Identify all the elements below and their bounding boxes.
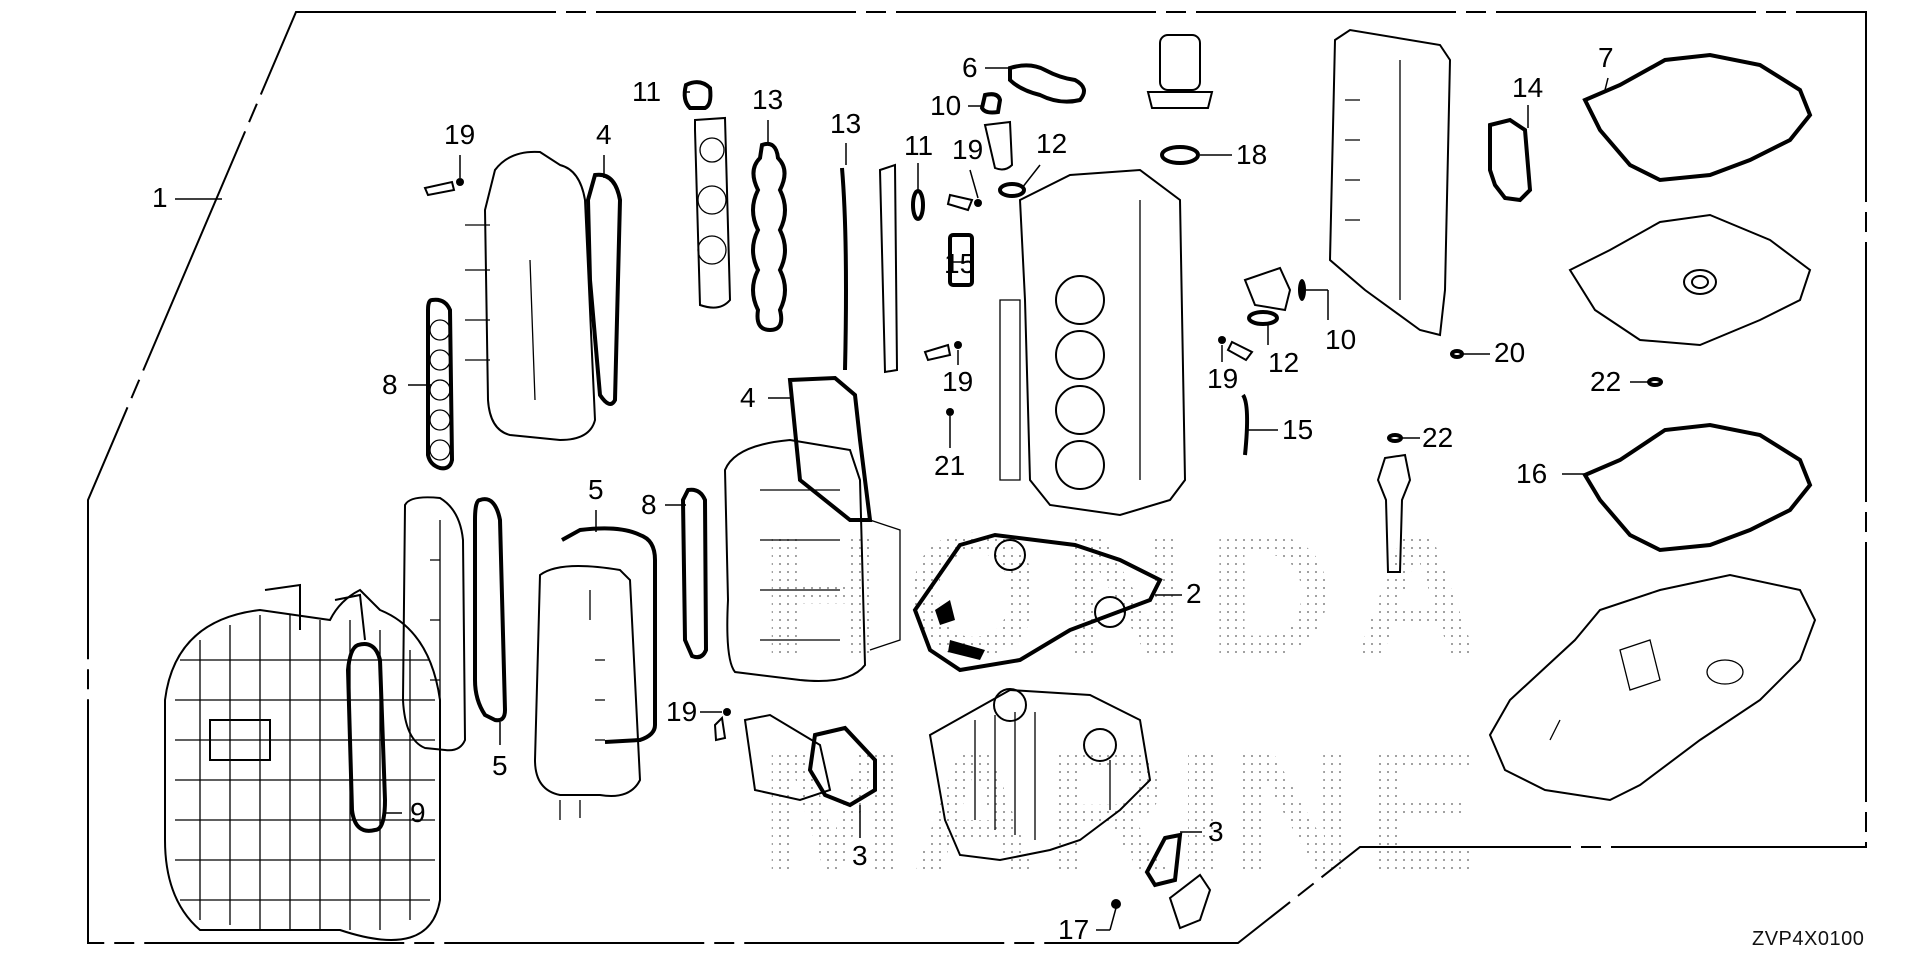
bracket[interactable] [1168, 873, 1212, 930]
gasket-11-lower[interactable] [911, 189, 925, 221]
gasket-6[interactable] [1008, 63, 1086, 104]
callout-5: 5 [492, 750, 508, 781]
o-ring-18[interactable] [1160, 145, 1200, 165]
gasket-10-upper[interactable] [979, 92, 1003, 115]
watermark-honda: HONDA [760, 498, 1480, 693]
o-ring-22-right[interactable] [1647, 377, 1663, 387]
callout-17: 17 [1058, 914, 1090, 945]
callout-4: 4 [740, 382, 756, 413]
callout-14: 14 [1512, 72, 1544, 103]
leader-lines [175, 67, 1648, 931]
intake-plate[interactable] [694, 116, 732, 309]
callout-3: 3 [852, 840, 868, 871]
callout-1: 1 [152, 182, 168, 213]
gasket-12-lower[interactable] [1247, 310, 1279, 326]
timing-strip[interactable] [878, 163, 899, 374]
callout-9: 9 [410, 797, 426, 828]
o-ring-20[interactable] [1450, 349, 1464, 359]
oil-pan[interactable] [928, 688, 1152, 862]
callout-22: 22 [1590, 366, 1622, 397]
head-cover-center[interactable] [533, 565, 642, 820]
callout-4: 4 [596, 119, 612, 150]
callout-15: 15 [1282, 414, 1314, 445]
engine-block[interactable] [999, 168, 1187, 517]
crankcase-cover[interactable] [1568, 213, 1812, 347]
gasket-15-upper[interactable] [948, 233, 974, 287]
gasket-8-lower[interactable] [680, 487, 709, 660]
callout-22: 22 [1422, 422, 1454, 453]
callout-19: 19 [444, 119, 476, 150]
cover-plate-3[interactable] [743, 713, 832, 802]
callout-19: 19 [952, 134, 984, 165]
callout-3: 3 [1208, 816, 1224, 847]
sensor-bolts[interactable] [423, 178, 1254, 742]
callout-16: 16 [1516, 458, 1548, 489]
gasket-11-upper[interactable] [682, 80, 713, 110]
callout-19: 19 [942, 366, 974, 397]
callout-10: 10 [930, 90, 962, 121]
gasket-8-upper[interactable] [426, 297, 455, 471]
callout-12: 12 [1268, 347, 1300, 378]
callout-15: 15 [944, 248, 976, 279]
gasket-7[interactable] [1582, 52, 1813, 183]
plug-17[interactable] [1111, 899, 1121, 909]
callout-18: 18 [1236, 139, 1268, 170]
callout-12: 12 [1036, 128, 1068, 159]
thermostat-cap[interactable] [1146, 34, 1214, 109]
gasket-9[interactable] [345, 642, 388, 833]
gasket-13-wavy[interactable] [751, 141, 787, 333]
cylinder-head-left[interactable] [465, 150, 597, 442]
seal-10-lower[interactable] [1298, 279, 1306, 301]
kit-border [87, 11, 1867, 944]
intake-manifold[interactable] [164, 583, 441, 941]
gasket-14[interactable] [1488, 117, 1533, 203]
callout-8: 8 [641, 489, 657, 520]
gasket-5-center[interactable] [561, 526, 657, 744]
lower-case[interactable] [1488, 573, 1817, 802]
callout-20: 20 [1494, 337, 1526, 368]
thermostat-housing[interactable] [983, 120, 1014, 171]
gasket-15-lower[interactable] [1241, 393, 1250, 456]
callout-10: 10 [1325, 324, 1357, 355]
callout-13: 13 [752, 84, 784, 115]
gasket-4-upper[interactable] [585, 172, 623, 406]
gasket-4-lower[interactable] [787, 375, 873, 522]
oil-level-sensor[interactable] [1376, 453, 1412, 573]
gasket-16[interactable] [1582, 422, 1813, 553]
callout-5: 5 [588, 474, 604, 505]
cylinder-head-lower[interactable] [723, 438, 901, 682]
callout-7: 7 [1598, 42, 1614, 73]
reference-code: ZVP4X0100 [1752, 928, 1865, 950]
o-ring-22-center[interactable] [1387, 433, 1403, 443]
callout-11: 11 [904, 130, 934, 161]
gasket-3-left[interactable] [807, 725, 877, 808]
callout-6: 6 [962, 52, 978, 83]
callout-11: 11 [632, 76, 662, 107]
callout-8: 8 [382, 369, 398, 400]
gasket-12-upper[interactable] [998, 182, 1026, 198]
exhaust-cover[interactable] [1328, 28, 1452, 337]
cylinder-head-cover-left[interactable] [401, 496, 467, 752]
callout-2: 2 [1186, 578, 1202, 609]
water-valve[interactable] [1243, 266, 1292, 312]
callout-13: 13 [830, 108, 862, 139]
callout-21: 21 [934, 450, 966, 481]
gasket-3-right[interactable] [1144, 832, 1183, 888]
callout-19: 19 [666, 696, 698, 727]
gasket-2[interactable] [912, 532, 1163, 673]
callout-19: 19 [1207, 363, 1239, 394]
gasket-13-strip[interactable] [840, 167, 848, 371]
gasket-5-left[interactable] [473, 497, 508, 723]
